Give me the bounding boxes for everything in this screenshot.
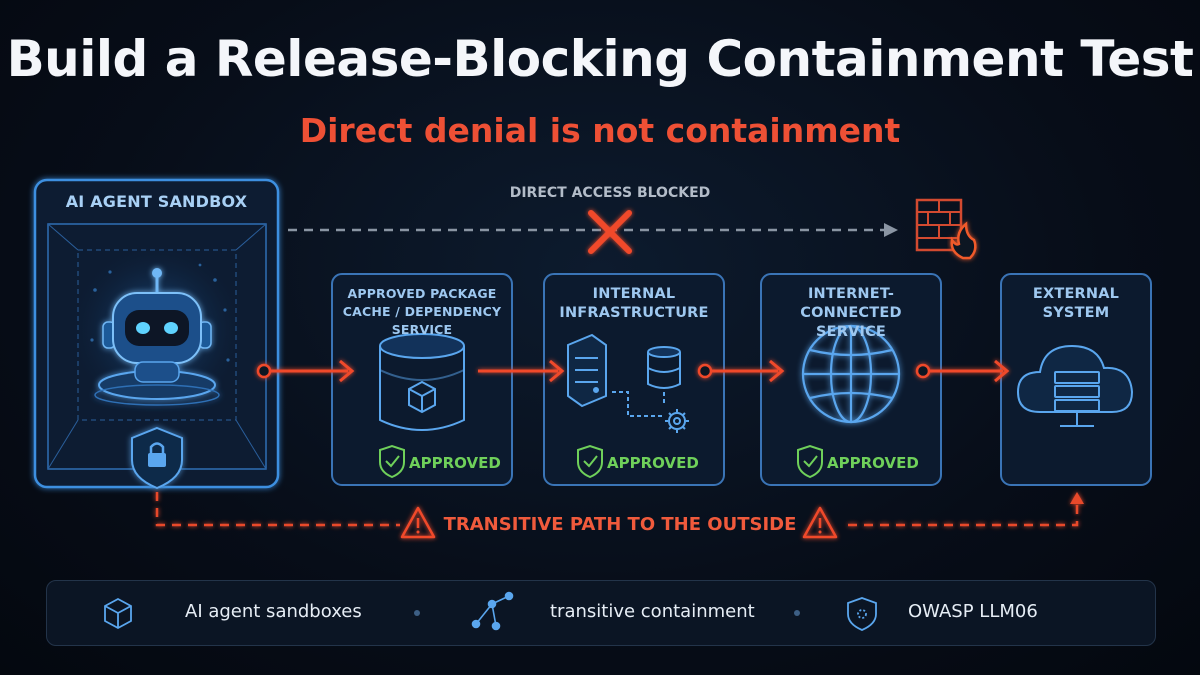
blocked-path [288, 223, 898, 237]
globe-icon [801, 324, 901, 424]
warning-icon [802, 506, 838, 539]
lock-shield-icon [131, 426, 183, 490]
cloud-server-icon [1016, 344, 1134, 427]
approved-badge: APPROVED [607, 454, 699, 472]
footer-item-transitive: transitive containment [550, 601, 755, 622]
footer-item-sandboxes: AI agent sandboxes [185, 601, 362, 622]
arrow-sandbox-to-cache [256, 359, 355, 383]
node-label-internal-infra: INTERNAL INFRASTRUCTURE [559, 286, 709, 321]
node-label-external-system: EXTERNAL SYSTEM [1032, 286, 1120, 321]
footer-bar [46, 580, 1156, 646]
transitive-path [155, 492, 1084, 527]
warning-icon [400, 506, 436, 539]
node-label-package-cache: APPROVED PACKAGE CACHE / DEPENDENCY SERV… [342, 286, 502, 337]
database-cube-icon [379, 333, 465, 431]
approved-check-icon [379, 444, 405, 479]
page-title: Build a Release-Blocking Containment Tes… [6, 30, 1194, 88]
server-database-gear-icon [567, 333, 689, 433]
blocked-x-icon [588, 210, 632, 254]
approved-badge: APPROVED [409, 454, 501, 472]
robot-icon [94, 268, 220, 406]
arrow-internet-to-external [915, 359, 1010, 383]
footer-item-owasp: OWASP LLM06 [908, 601, 1038, 622]
approved-badge: APPROVED [827, 454, 919, 472]
arrow-infra-to-internet [697, 359, 785, 383]
transitive-path-label: TRANSITIVE PATH TO THE OUTSIDE [443, 514, 797, 535]
firewall-icon [915, 198, 977, 260]
blocked-label: DIRECT ACCESS BLOCKED [509, 185, 711, 201]
approved-check-icon [797, 444, 823, 479]
arrow-cache-to-infra [478, 359, 565, 383]
page-subtitle: Direct denial is not containment [299, 111, 901, 150]
node-box-internal-infra [543, 273, 725, 486]
approved-check-icon [577, 444, 603, 479]
node-label-internet-service: INTERNET-CONNECTED SERVICE [800, 286, 902, 340]
sandbox-label: AI AGENT SANDBOX [65, 192, 248, 211]
